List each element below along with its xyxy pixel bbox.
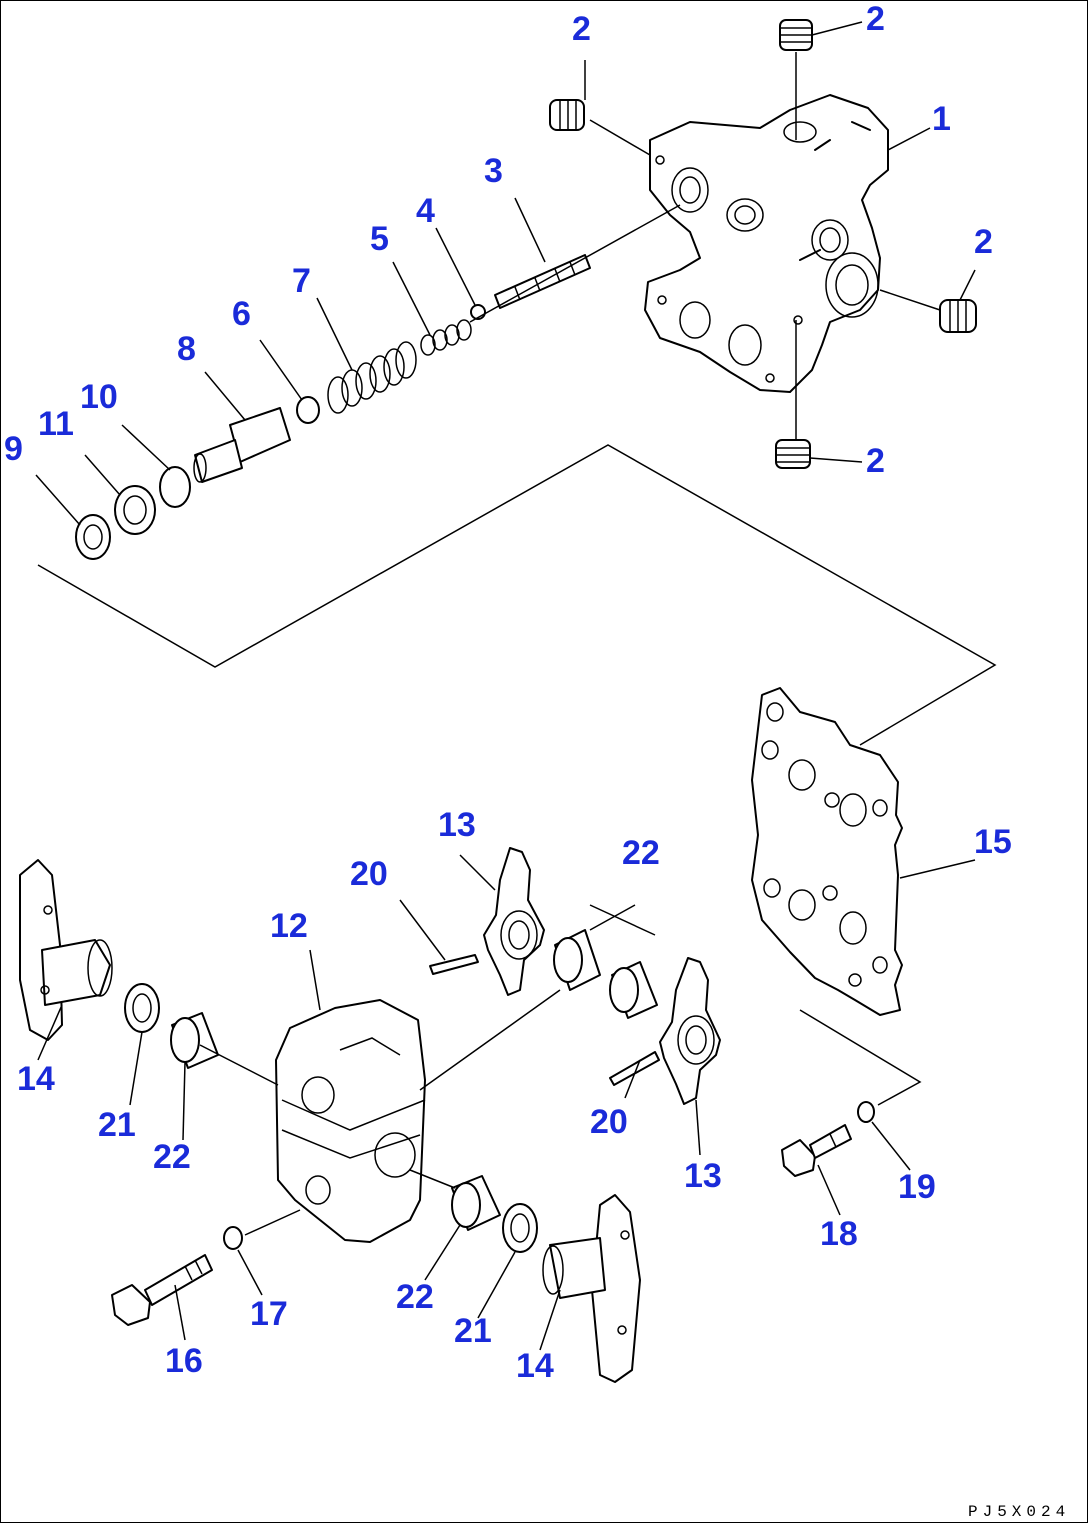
callout-2-top-right: 2 <box>866 0 885 38</box>
nut-part-11 <box>114 485 156 535</box>
upper-assembly-axis <box>469 204 681 323</box>
bearing-part-21-right <box>502 1203 538 1253</box>
callout-22-left: 22 <box>153 1138 191 1176</box>
flange-part-13-upper <box>483 847 545 996</box>
flange-part-13-lower <box>659 957 721 1105</box>
plug-part-2-bottom <box>775 439 811 469</box>
callout-22-lower: 22 <box>396 1278 434 1316</box>
bushing-part-22-a <box>553 929 601 991</box>
callout-8: 8 <box>177 330 196 368</box>
callout-16: 16 <box>165 1342 203 1380</box>
callout-21-left: 21 <box>98 1106 136 1144</box>
piston-part-8 <box>193 407 291 483</box>
callout-11: 11 <box>38 405 74 443</box>
lever-part-14-left <box>19 859 113 1041</box>
callout-9: 9 <box>4 430 23 468</box>
leader-lines <box>35 21 976 1351</box>
callout-22-upper: 22 <box>622 834 660 872</box>
callout-6: 6 <box>232 295 251 333</box>
lower-body-part-12 <box>275 999 426 1243</box>
callout-13-upper: 13 <box>438 806 476 844</box>
plug-part-2-right <box>939 299 977 333</box>
bushing-part-22-b <box>609 961 658 1019</box>
callout-12: 12 <box>270 907 308 945</box>
callout-15: 15 <box>974 823 1012 861</box>
callout-13-lower: 13 <box>684 1157 722 1195</box>
callout-18: 18 <box>820 1215 858 1253</box>
callout-1: 1 <box>932 100 951 138</box>
callout-3: 3 <box>484 152 503 190</box>
spring-part-5 <box>420 319 472 356</box>
lever-part-14-right <box>542 1194 641 1383</box>
callout-19: 19 <box>898 1168 936 1206</box>
callout-10: 10 <box>80 378 118 416</box>
callout-14-left: 14 <box>17 1060 55 1098</box>
callout-17: 17 <box>250 1295 288 1333</box>
cap-part-9 <box>75 514 111 560</box>
callout-7: 7 <box>292 262 311 300</box>
bearing-part-21-left <box>124 983 160 1033</box>
pin-part-20-lower <box>609 1051 660 1086</box>
callout-14-right: 14 <box>516 1347 554 1385</box>
bushing-part-22-c <box>170 1012 219 1069</box>
callout-2-top-left: 2 <box>572 10 591 48</box>
callout-2-bottom: 2 <box>866 442 885 480</box>
callout-5: 5 <box>370 220 389 258</box>
o-ring-part-10 <box>159 466 191 508</box>
seat-part-6 <box>296 396 320 424</box>
bolt-part-16 <box>111 1254 213 1326</box>
callout-20-lower: 20 <box>590 1103 628 1141</box>
bolt-part-18 <box>781 1124 852 1177</box>
upper-group-bracket <box>37 444 997 746</box>
callout-20-upper: 20 <box>350 855 388 893</box>
callout-2-right: 2 <box>974 223 993 261</box>
pin-part-20-upper <box>429 954 479 975</box>
plug-part-2-top <box>779 19 813 51</box>
bushing-part-22-d <box>451 1175 501 1231</box>
callout-4: 4 <box>416 192 435 230</box>
plug-part-2-left <box>549 99 585 131</box>
valve-body-part-1 <box>644 94 889 393</box>
lower-connection-lines <box>199 989 922 1236</box>
washer-part-19 <box>857 1101 875 1123</box>
drawing-number: PJ5X024 <box>968 1503 1070 1521</box>
washer-part-17 <box>223 1226 243 1250</box>
callout-21-right: 21 <box>454 1312 492 1350</box>
gasket-part-15 <box>751 687 903 1016</box>
spring-part-7 <box>327 341 417 414</box>
